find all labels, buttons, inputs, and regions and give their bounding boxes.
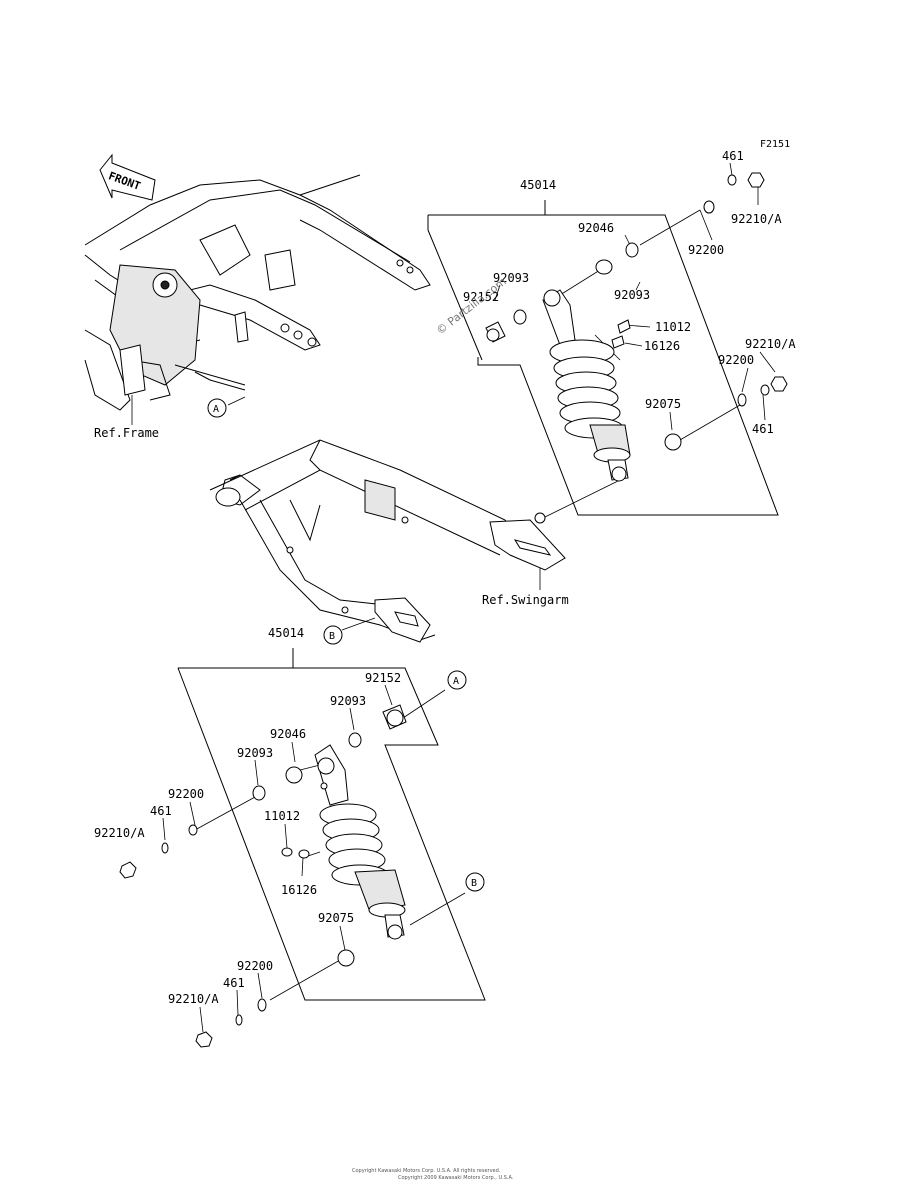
callout-a-lower: A xyxy=(447,670,467,690)
label-11012-upper: 11012 xyxy=(655,320,691,334)
upper-top-hardware xyxy=(485,172,765,343)
callout-b-lower: B xyxy=(465,872,485,892)
upper-group-border xyxy=(427,200,779,516)
label-461-upper-right: 461 xyxy=(752,422,774,436)
label-92046-upper: 92046 xyxy=(578,221,614,235)
svg-text:B: B xyxy=(471,878,477,889)
upper-assembly-label: 45014 xyxy=(520,178,556,192)
upper-shock-absorber xyxy=(542,289,631,482)
label-92210a-upper-top: 92210/A xyxy=(731,212,782,226)
swingarm-illustration xyxy=(209,439,566,643)
footer-line-1: Copyright Kawasaki Motors Corp. U.S.A. A… xyxy=(352,1168,501,1174)
ref-swingarm-label: Ref.Swingarm xyxy=(482,593,569,607)
lower-hardware xyxy=(119,704,407,1048)
label-92093-lower-b: 92093 xyxy=(237,746,273,760)
label-461-upper-top: 461 xyxy=(722,149,744,163)
label-92200-upper-right: 92200 xyxy=(718,353,754,367)
lower-assembly-label: 45014 xyxy=(268,626,304,640)
upper-right-hardware xyxy=(534,376,788,524)
callout-b-swingarm: B xyxy=(323,617,376,645)
figure-code: F2151 xyxy=(760,139,790,150)
label-92152-lower: 92152 xyxy=(365,671,401,685)
label-16126-lower: 16126 xyxy=(281,883,317,897)
front-arrow: FRONT xyxy=(99,153,156,201)
svg-text:A: A xyxy=(213,404,219,415)
label-92093-upper-right: 92093 xyxy=(614,288,650,302)
frame-illustration xyxy=(84,174,431,425)
callout-a-frame: A xyxy=(207,396,246,418)
svg-text:B: B xyxy=(329,631,335,642)
label-92152-upper: 92152 xyxy=(463,290,499,304)
label-92210a-lower-left: 92210/A xyxy=(94,826,145,840)
label-461-lower-left: 461 xyxy=(150,804,172,818)
label-16126-upper: 16126 xyxy=(644,339,680,353)
label-92210a-lower-bottom: 92210/A xyxy=(168,992,219,1006)
label-11012-lower: 11012 xyxy=(264,809,300,823)
label-92075-lower: 92075 xyxy=(318,911,354,925)
label-92046-lower: 92046 xyxy=(270,727,306,741)
lower-group-border xyxy=(177,648,486,1001)
label-92210a-upper-right: 92210/A xyxy=(745,337,796,351)
label-92200-lower-left: 92200 xyxy=(168,787,204,801)
ref-frame-label: Ref.Frame xyxy=(94,426,159,440)
label-92093-upper-top: 92093 xyxy=(493,271,529,285)
footer-line-2: Copyright 2009 Kawasaki Motors Corp., U.… xyxy=(398,1175,514,1181)
label-92200-upper-top: 92200 xyxy=(688,243,724,257)
lower-shock-absorber xyxy=(314,744,406,940)
label-92093-lower-a: 92093 xyxy=(330,694,366,708)
label-92200-lower-bottom: 92200 xyxy=(237,959,273,973)
label-461-lower-bottom: 461 xyxy=(223,976,245,990)
lower-leader-lines xyxy=(162,684,466,1033)
label-92075-upper: 92075 xyxy=(645,397,681,411)
svg-text:A: A xyxy=(453,676,459,687)
